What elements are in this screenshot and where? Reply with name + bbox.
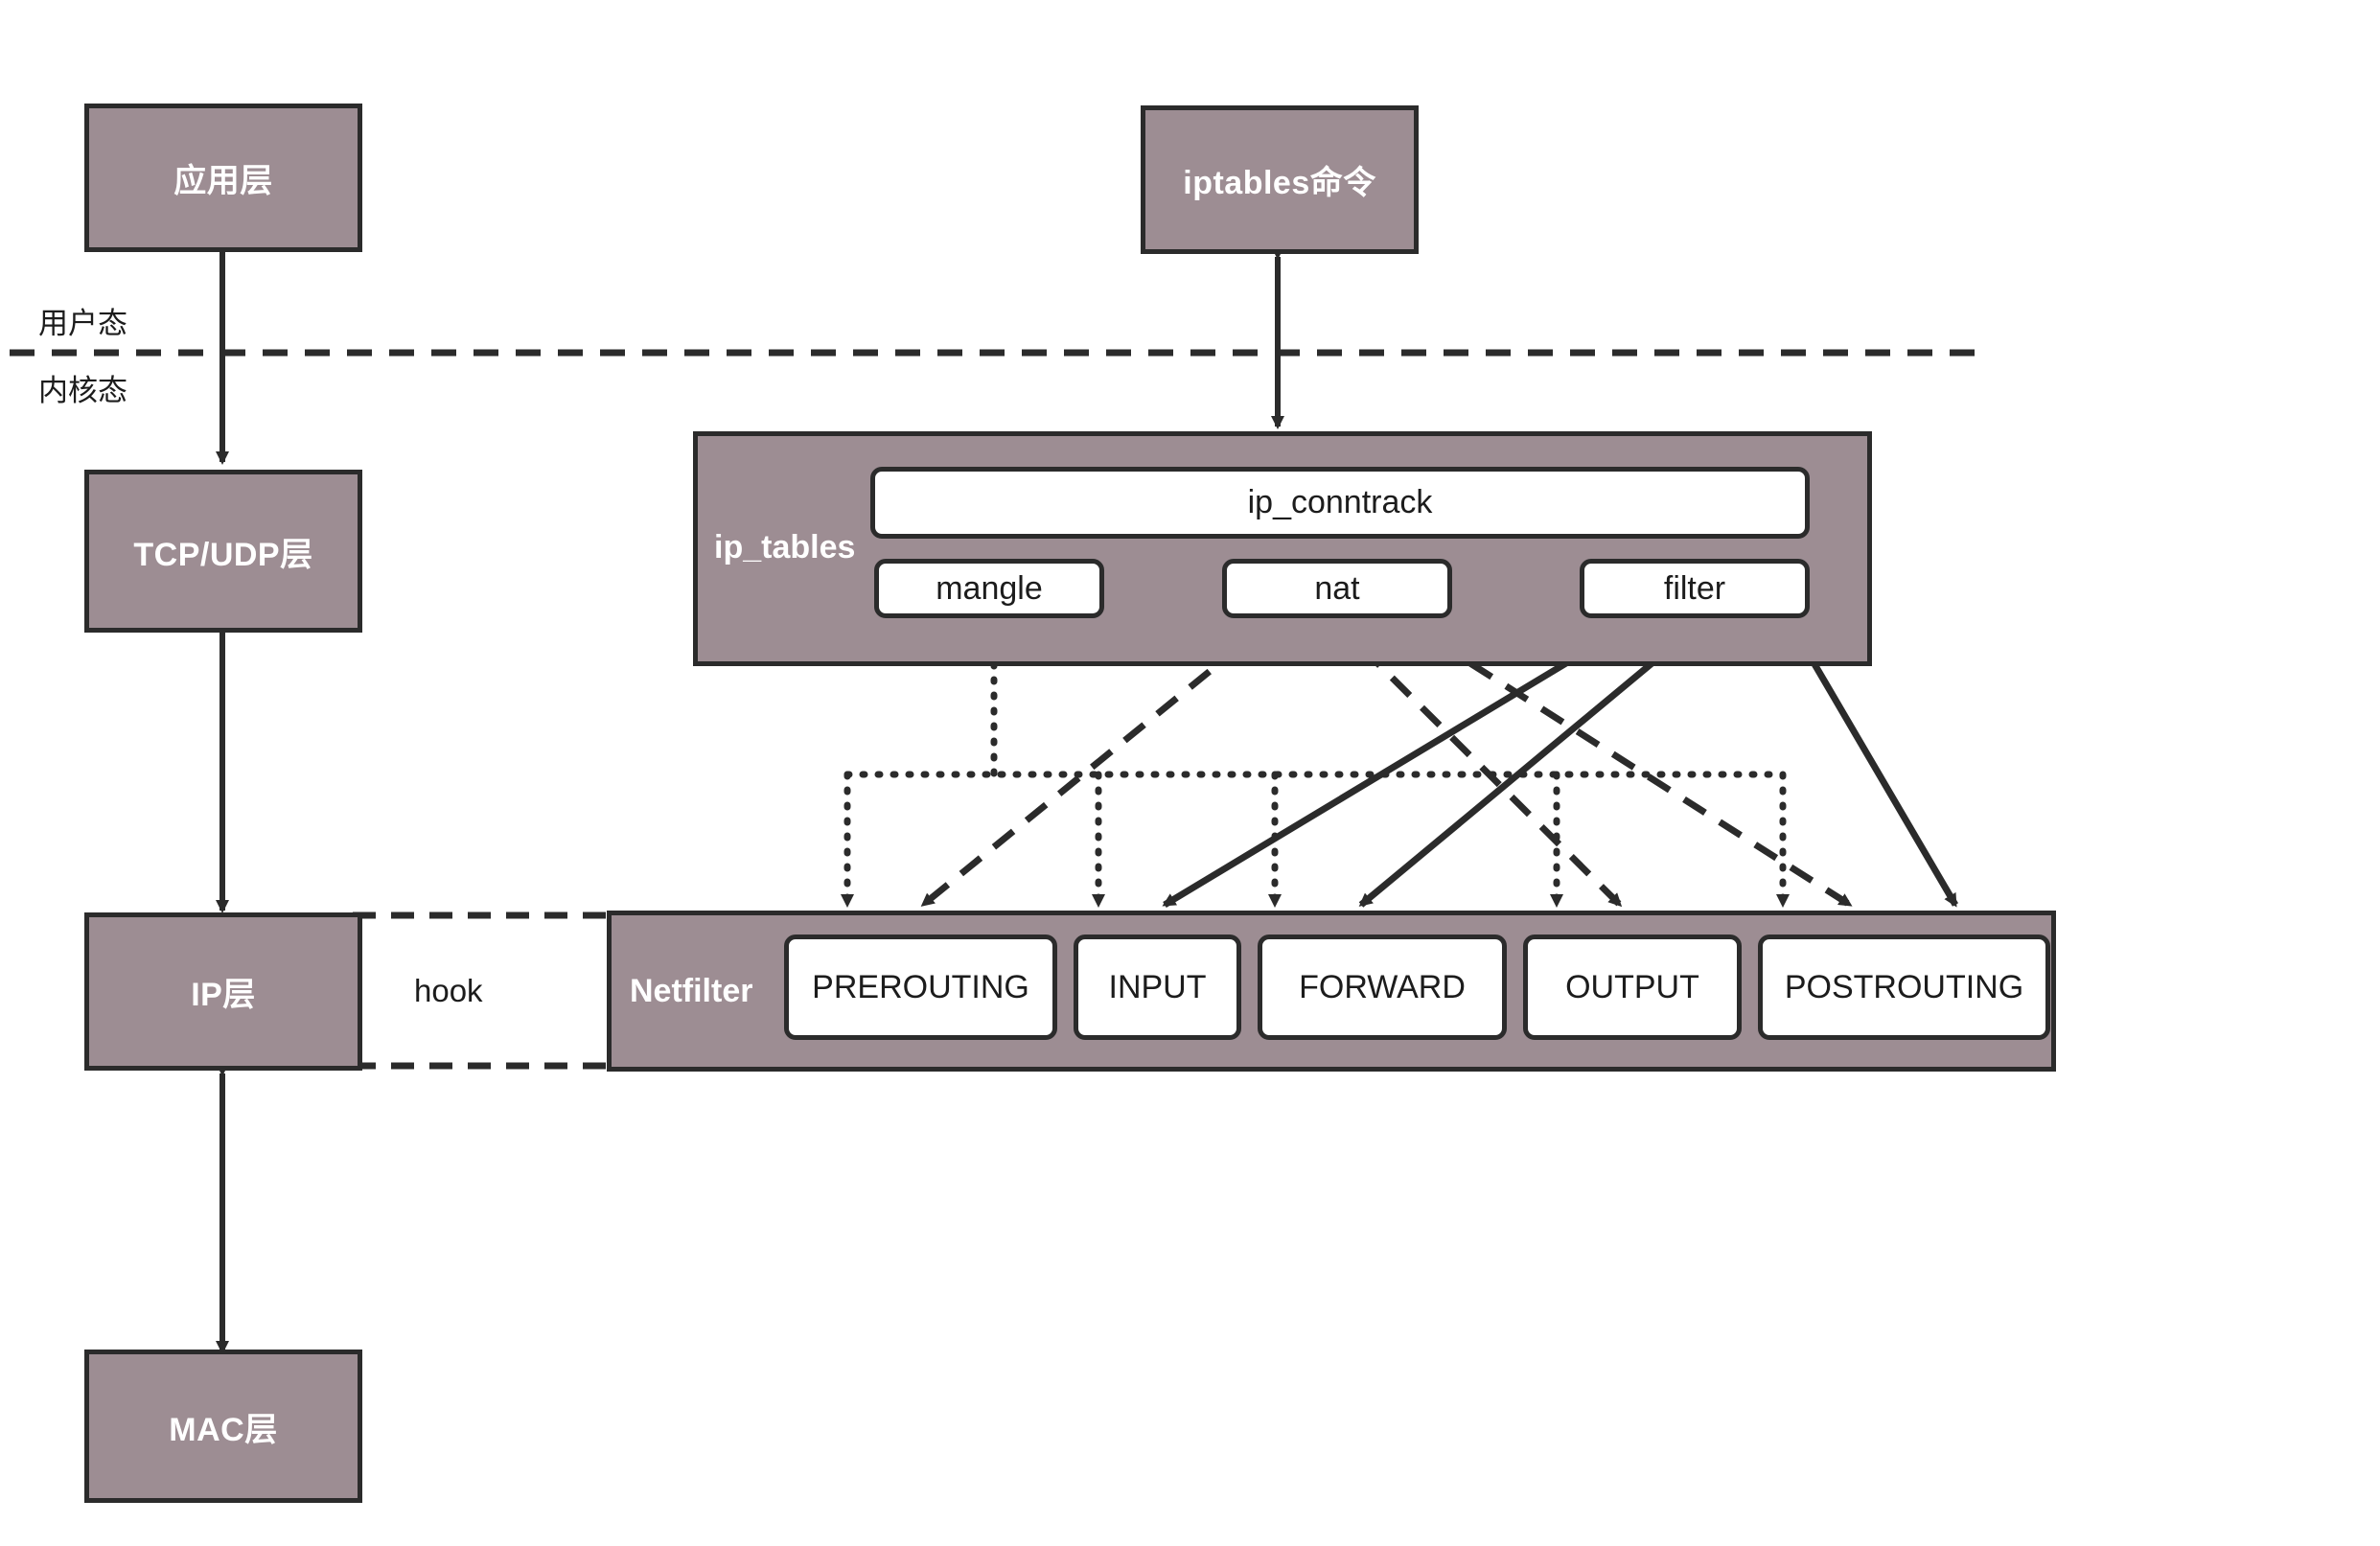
chip-chain-input[interactable]: INPUT — [1074, 935, 1241, 1040]
kernel-mode-label: 内核态 — [38, 374, 127, 407]
chip-ip-conntrack[interactable]: ip_conntrack — [870, 467, 1810, 539]
chip-chain-forward-label: FORWARD — [1299, 968, 1466, 1005]
node-iptables-command-label: iptables命令 — [1183, 165, 1376, 201]
node-ip-layer-label: IP层 — [191, 977, 256, 1013]
node-transport-layer-label: TCP/UDP层 — [133, 536, 313, 573]
hook-label: hook — [414, 973, 483, 1008]
chip-ip-conntrack-label: ip_conntrack — [1247, 484, 1433, 520]
chip-chain-postrouting-label: POSTROUTING — [1784, 968, 2024, 1005]
node-application-layer[interactable]: 应用层 — [84, 104, 362, 252]
node-mac-layer[interactable]: MAC层 — [84, 1350, 362, 1503]
chip-table-nat[interactable]: nat — [1222, 559, 1452, 618]
node-transport-layer[interactable]: TCP/UDP层 — [84, 470, 362, 633]
chip-chain-output[interactable]: OUTPUT — [1523, 935, 1742, 1040]
chip-table-filter[interactable]: filter — [1580, 559, 1810, 618]
panel-netfilter-label: Netfilter — [630, 973, 753, 1009]
chip-table-mangle[interactable]: mangle — [874, 559, 1104, 618]
chip-chain-output-label: OUTPUT — [1565, 968, 1699, 1005]
node-iptables-command[interactable]: iptables命令 — [1141, 105, 1419, 254]
chip-table-filter-label: filter — [1663, 569, 1726, 607]
chip-chain-postrouting[interactable]: POSTROUTING — [1758, 935, 2050, 1040]
user-mode-label: 用户态 — [38, 307, 127, 340]
chip-chain-input-label: INPUT — [1108, 968, 1207, 1005]
node-mac-layer-label: MAC层 — [169, 1411, 278, 1448]
panel-ip-tables-label: ip_tables — [714, 529, 856, 565]
node-ip-layer[interactable]: IP层 — [84, 912, 362, 1071]
chip-chain-prerouting-label: PREROUTING — [812, 968, 1029, 1005]
chip-chain-prerouting[interactable]: PREROUTING — [784, 935, 1057, 1040]
chip-table-mangle-label: mangle — [936, 569, 1043, 607]
chip-table-nat-label: nat — [1314, 569, 1360, 607]
node-application-layer-label: 应用层 — [173, 163, 273, 199]
chip-chain-forward[interactable]: FORWARD — [1258, 935, 1507, 1040]
